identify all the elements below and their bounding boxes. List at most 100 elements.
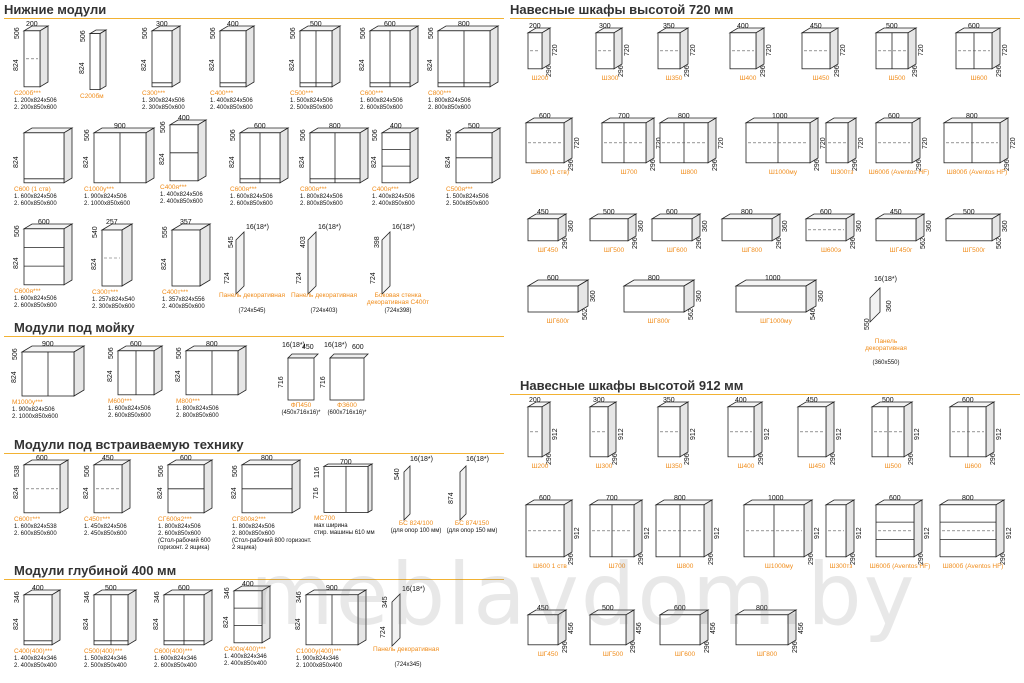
depth-label: 506	[108, 347, 115, 359]
module-dim-1: 1. 800х824х506	[300, 193, 343, 200]
height-label: 720	[922, 137, 929, 149]
side-panel-drawing	[403, 465, 411, 521]
wall-cabinet-drawing	[824, 117, 858, 164]
panel-face	[287, 357, 315, 401]
wall-cabinet-drawing	[944, 213, 1002, 242]
module-drawing	[184, 345, 248, 396]
height-label: 720	[552, 44, 559, 56]
panel-drawing	[381, 231, 391, 295]
panel-shape	[381, 231, 391, 295]
wall-cabinet-name: Ш450	[808, 462, 826, 470]
module-dim-2: 2. 1000х850х400	[296, 662, 343, 669]
cabinet-side	[199, 223, 211, 287]
module-dim-1: 1. 450х824х506	[84, 523, 127, 530]
module-dim-2: 2. 500х850х400	[84, 662, 127, 669]
wall-cabinet-name: ШГ600	[666, 246, 688, 254]
depth-label: 506	[230, 129, 237, 141]
wall-cabinet-name: Ш400	[739, 74, 757, 82]
depth-label: 506	[290, 27, 297, 39]
section-rule	[4, 453, 504, 454]
thickness-label: 16(18*)	[874, 276, 897, 283]
height-label: 456	[710, 622, 717, 634]
cabinet-side	[491, 127, 501, 184]
width-label: 800	[329, 123, 341, 130]
wall-cabinet-drawing	[526, 279, 590, 313]
wall-cabinet-drawing	[654, 499, 714, 558]
cabinet-side	[203, 459, 213, 514]
module-drawing	[168, 119, 208, 182]
wall-cabinet-name: Ш1000му	[764, 562, 794, 570]
cabinet-side	[127, 589, 137, 646]
module-drawing	[100, 223, 134, 287]
height-label: 720	[624, 44, 631, 56]
panel-name: БС 874/150	[454, 520, 490, 527]
module-name: С1000у(400)***	[296, 647, 342, 655]
cabinet-side	[63, 223, 73, 286]
module-name: С400***	[210, 89, 234, 97]
width-label: 600	[539, 113, 551, 120]
module-name: С450т***	[84, 515, 111, 523]
cabinet-side	[829, 27, 839, 70]
wall-cabinet-drawing	[870, 401, 914, 458]
cabinet-side	[291, 459, 301, 514]
depth-label: 346	[224, 587, 231, 599]
depth-label: 506	[14, 27, 21, 39]
panel-size: (724х403)	[310, 308, 338, 314]
width-label: 450	[102, 455, 114, 462]
width-label: 600	[130, 341, 142, 348]
thickness-label: 16(18*)	[282, 342, 305, 349]
module-drawing	[238, 127, 290, 184]
module-name: С200бм	[80, 92, 104, 100]
module-dim-1: 1. 400х824х346	[224, 653, 267, 660]
module-dim-1: 1. 800х824х506	[428, 97, 471, 104]
width-label: 400	[32, 585, 44, 592]
wall-cabinet-drawing	[656, 401, 690, 458]
module-dim-1: 1. 357х824х556	[162, 297, 205, 303]
depth-label: 116	[314, 467, 321, 479]
panel-name: Панель декоративная	[290, 292, 358, 299]
width-label: 600	[36, 455, 48, 462]
cabinet-front	[721, 218, 773, 242]
wall-cabinet-name: ШГ600	[674, 650, 696, 658]
height-label: 456	[636, 622, 643, 634]
width-label: 800	[458, 21, 470, 28]
wall-cabinet-drawing	[650, 213, 702, 242]
wall-cabinet-drawing	[600, 117, 656, 164]
cabinet-front	[171, 229, 201, 287]
module-dim-2: 2. 450х850х600	[84, 530, 127, 537]
depth-label: 545	[228, 236, 235, 248]
width-label: 800	[756, 605, 768, 612]
height-label: 824	[427, 59, 434, 71]
panel-shape	[869, 287, 881, 323]
depth-label: 540	[394, 468, 401, 480]
module-note: (Стол-рабочий 800 горизонт. 2 ящика)	[232, 537, 312, 551]
height-label: 912	[836, 428, 843, 440]
wall-cabinet-name: ШГ450	[537, 650, 559, 658]
module-dim-2: 2. 500х850х600	[446, 200, 489, 207]
module-dim-1: 1. 900х824х346	[296, 655, 339, 662]
module-name: С300***	[142, 89, 166, 97]
cabinet-front	[657, 406, 681, 458]
height-label: 824	[231, 487, 238, 499]
cabinet-front	[875, 218, 917, 242]
height-label: 912	[856, 527, 863, 540]
wall-cabinet-drawing	[938, 499, 1006, 558]
height-label: 824	[157, 487, 164, 499]
wall-cabinet-name: Ш600 1 ств	[533, 562, 567, 570]
width-label: 600	[178, 585, 190, 592]
module-name: С600***	[360, 89, 384, 97]
cabinet-side	[153, 345, 163, 396]
module-name: С600я***	[14, 287, 41, 295]
cabinet-side	[903, 401, 913, 458]
depth-label: 403	[300, 236, 307, 248]
module-dim-1: 1. 257х824х540	[92, 297, 135, 303]
section-title-sink: Модули под мойку	[14, 320, 135, 335]
